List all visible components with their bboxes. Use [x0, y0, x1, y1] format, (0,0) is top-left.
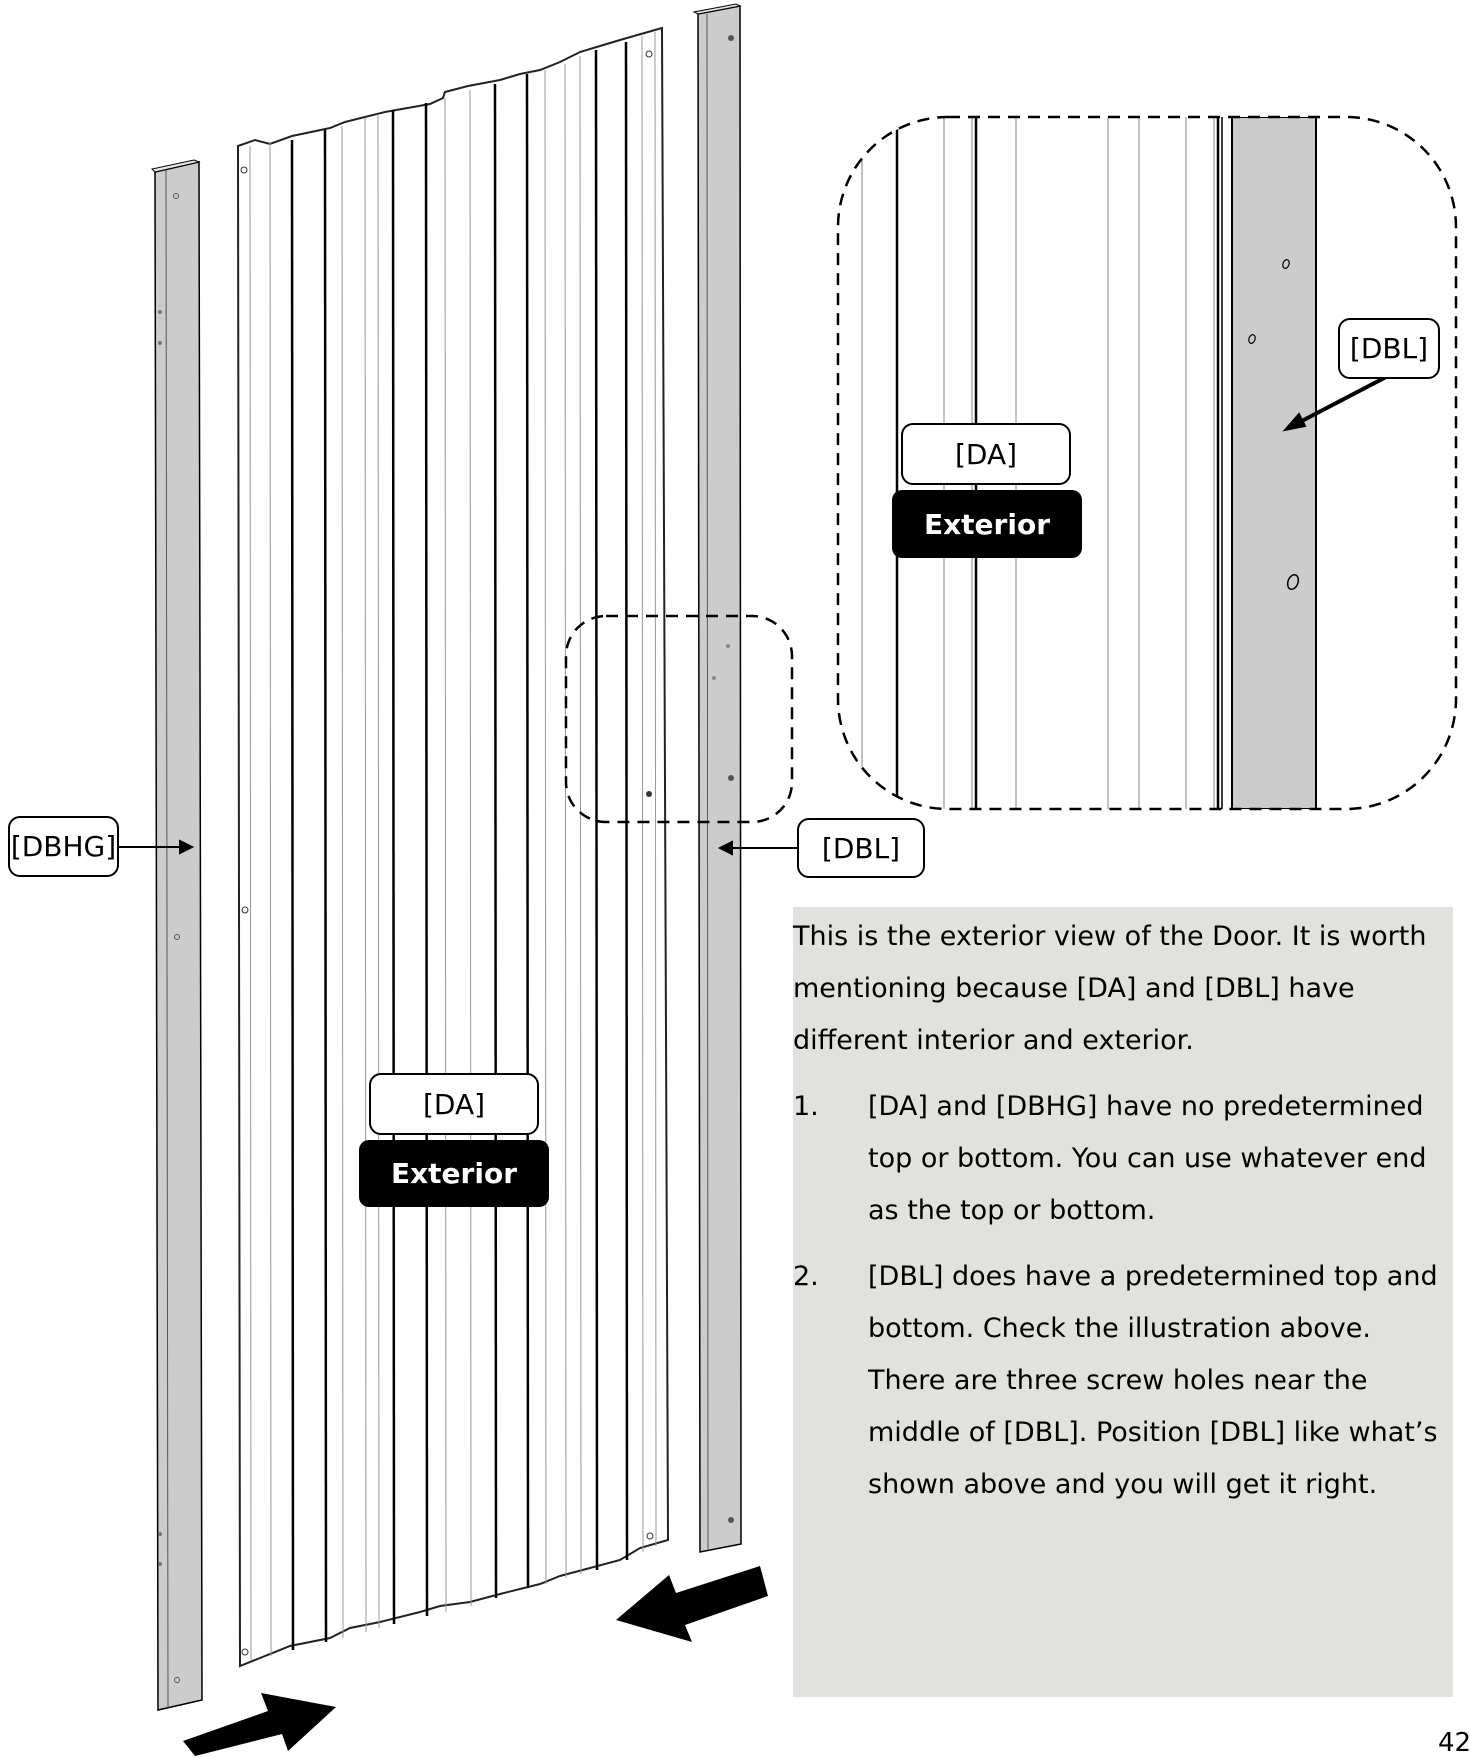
step-text: [DBL] does have a predetermined top and … — [868, 1261, 1438, 1500]
intro-text: This is the exterior view of the Door. I… — [793, 921, 1427, 1056]
dbhg-rail — [150, 159, 203, 1711]
exterior-badge: Exterior — [359, 1140, 549, 1207]
step-text: [DA] and [DBHG] have no predetermined to… — [868, 1091, 1427, 1226]
step-item: 1. [DA] and [DBHG] have no predetermined… — [793, 1081, 1449, 1237]
da-label: [DA] — [369, 1073, 539, 1135]
direction-arrow-icon — [616, 1566, 768, 1642]
instruction-box: This is the exterior view of the Door. I… — [793, 907, 1453, 1697]
dbl-label: [DBL] — [797, 818, 925, 878]
dbhg-label: [DBHG] — [8, 816, 119, 877]
step-item: 2. [DBL] does have a predetermined top a… — [793, 1251, 1449, 1511]
leader-arrows — [119, 375, 1387, 856]
step-number: 2. — [793, 1261, 819, 1292]
page-number: 42 — [1438, 1728, 1470, 1758]
direction-arrow-icon — [183, 1693, 336, 1756]
zoom-exterior-badge: Exterior — [892, 490, 1082, 558]
zoom-dbl-label: [DBL] — [1338, 318, 1440, 379]
dbl-rail — [692, 3, 742, 1553]
zoom-detail — [836, 115, 1458, 811]
zoom-da-label: [DA] — [901, 423, 1071, 485]
step-number: 1. — [793, 1091, 819, 1122]
da-panel — [236, 26, 670, 1668]
zoom-source-region — [564, 614, 794, 824]
